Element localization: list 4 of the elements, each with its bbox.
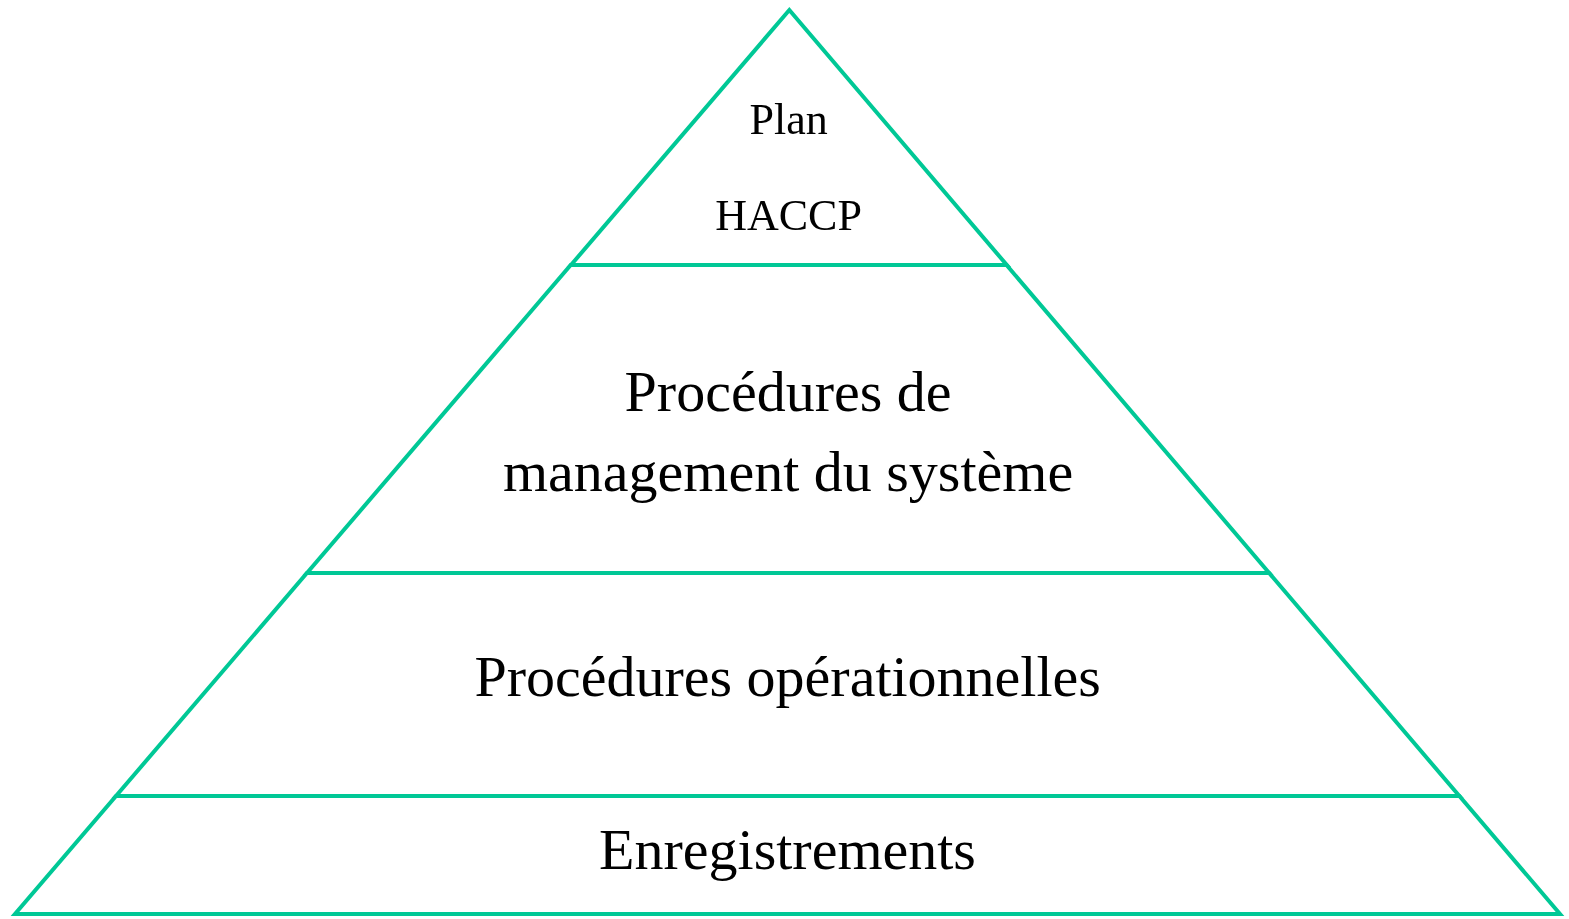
level-label: Plan HACCP (714, 94, 863, 242)
level-label: Procédures opérationnelles (473, 643, 1102, 711)
level-label: Procédures de management du système (501, 358, 1075, 506)
level-label: Enregistrements (598, 816, 977, 884)
